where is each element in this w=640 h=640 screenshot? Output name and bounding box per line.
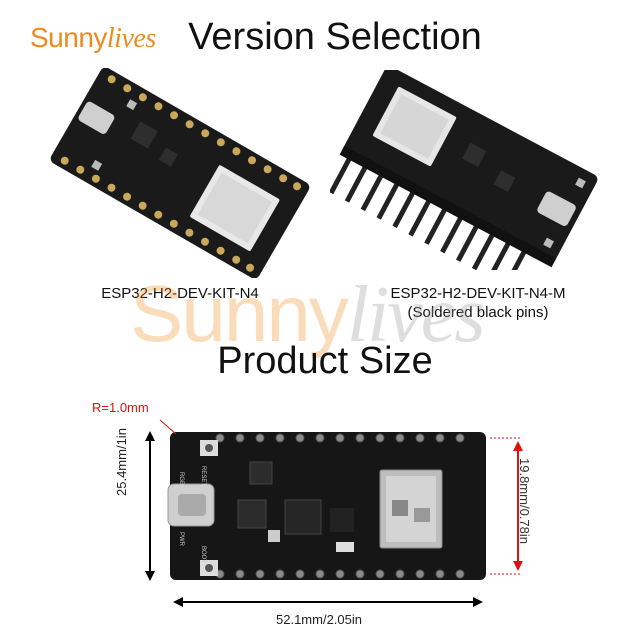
radius-indicator [159, 419, 177, 435]
length-label: 52.1mm/2.05in [276, 612, 362, 627]
silk-reset: RESET [200, 466, 206, 486]
watermark-part1: Sunny [130, 269, 349, 358]
height-label: 19.8mm/0.78in [517, 458, 532, 544]
brand-part1: Sunny [30, 22, 107, 53]
version-label-n4-m: ESP32-H2-DEV-KIT-N4-M (Soldered black pi… [358, 284, 598, 322]
watermark-part2: lives [346, 271, 486, 359]
radius-label: R=1.0mm [92, 400, 149, 415]
version-label-n4: ESP32-H2-DEV-KIT-N4 [70, 284, 290, 303]
size-diagram: RESET RGB PWR BOOT [145, 419, 523, 607]
brand-part2: lives [106, 23, 156, 54]
version-title: Version Selection [188, 16, 482, 58]
size-title: Product Size [217, 340, 433, 382]
silk-pwr: PWR [178, 532, 184, 547]
version-name: ESP32-H2-DEV-KIT-N4 [101, 285, 259, 302]
board-image-n4 [50, 68, 310, 278]
brand-logo: Sunnylives [30, 22, 156, 55]
width-label: 25.4mm/1in [114, 428, 129, 496]
version-name: ESP32-H2-DEV-KIT-N4-M [390, 285, 566, 302]
brand-watermark: Sunnylives [130, 268, 486, 361]
silk-rgb: RGB [178, 472, 184, 485]
board-image-n4-m [330, 70, 598, 270]
silk-boot: BOOT [200, 546, 206, 563]
version-note: (Soldered black pins) [407, 304, 549, 321]
